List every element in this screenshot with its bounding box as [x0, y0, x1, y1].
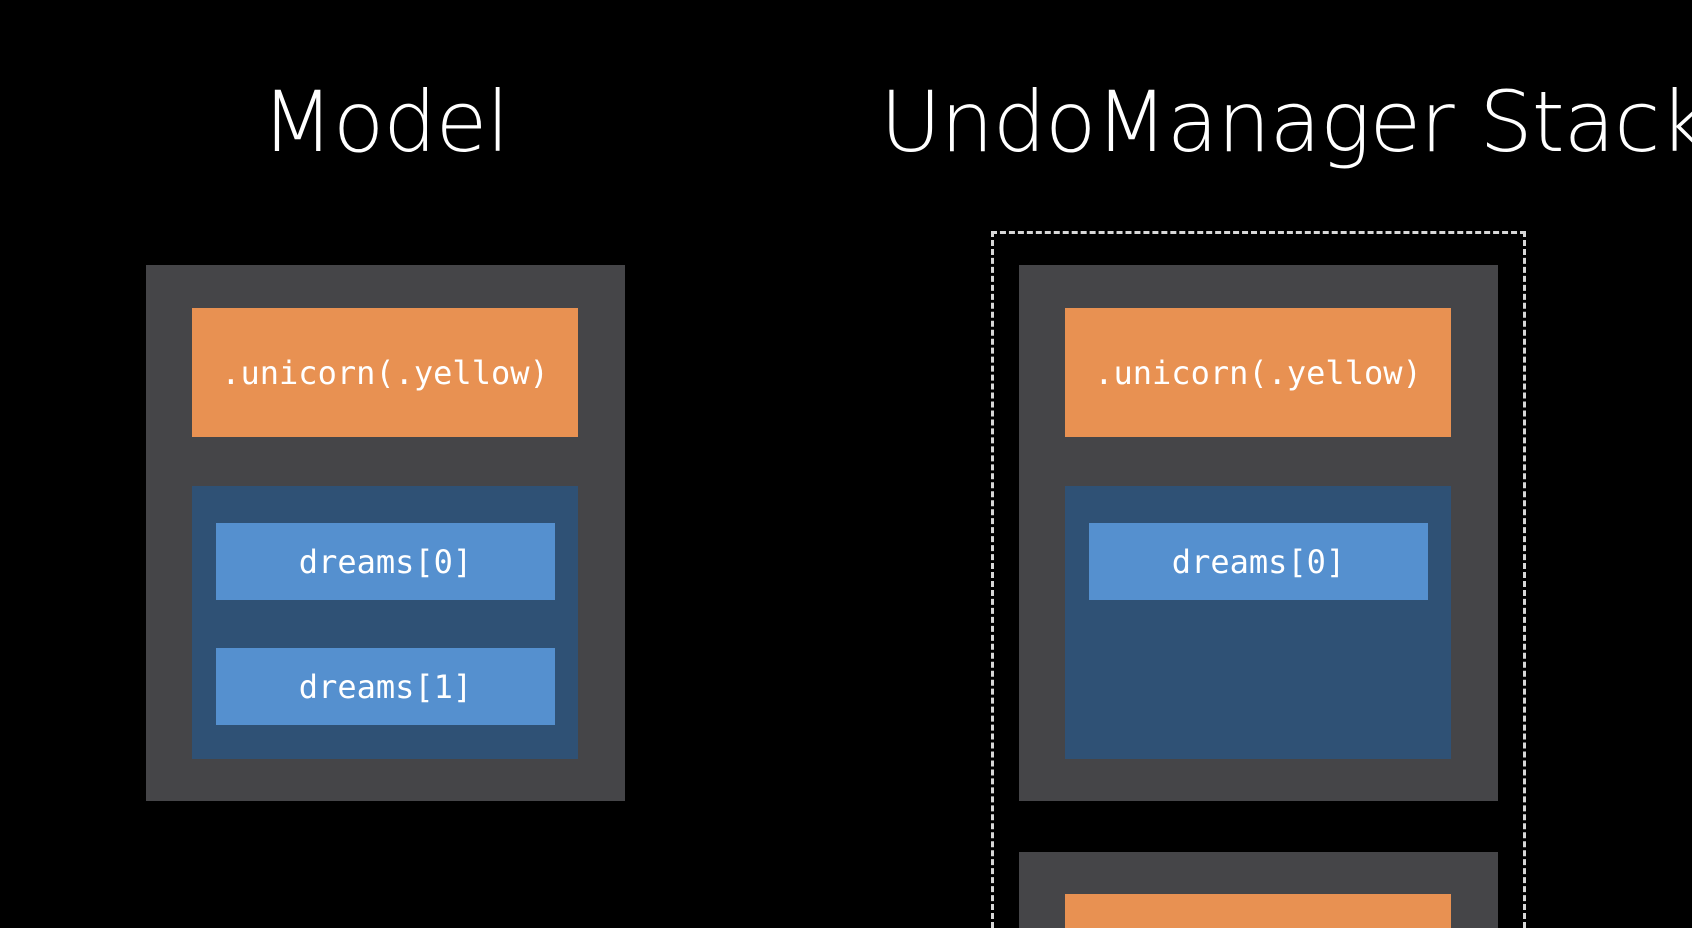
undo-stack-frame [991, 231, 1526, 928]
undo-entry-dream-item-0: dreams[0] [1089, 523, 1428, 600]
undo-entry-next-enum-box [1065, 894, 1451, 928]
model-title: Model [261, 73, 509, 171]
model-enum-value: .unicorn(.yellow) [192, 308, 578, 437]
undo-stack-title: UndoManager Stack [880, 73, 1692, 171]
undo-stack-entry-top: .unicorn(.yellow) dreams[0] [1019, 265, 1498, 801]
model-dream-item-0: dreams[0] [216, 523, 555, 600]
model-card: .unicorn(.yellow) dreams[0] dreams[1] [146, 265, 625, 801]
undo-entry-dreams-array: dreams[0] [1065, 486, 1451, 759]
model-dream-item-1: dreams[1] [216, 648, 555, 725]
model-dreams-array: dreams[0] dreams[1] [192, 486, 578, 759]
undo-entry-enum-value: .unicorn(.yellow) [1065, 308, 1451, 437]
undo-stack-entry-next [1019, 852, 1498, 928]
